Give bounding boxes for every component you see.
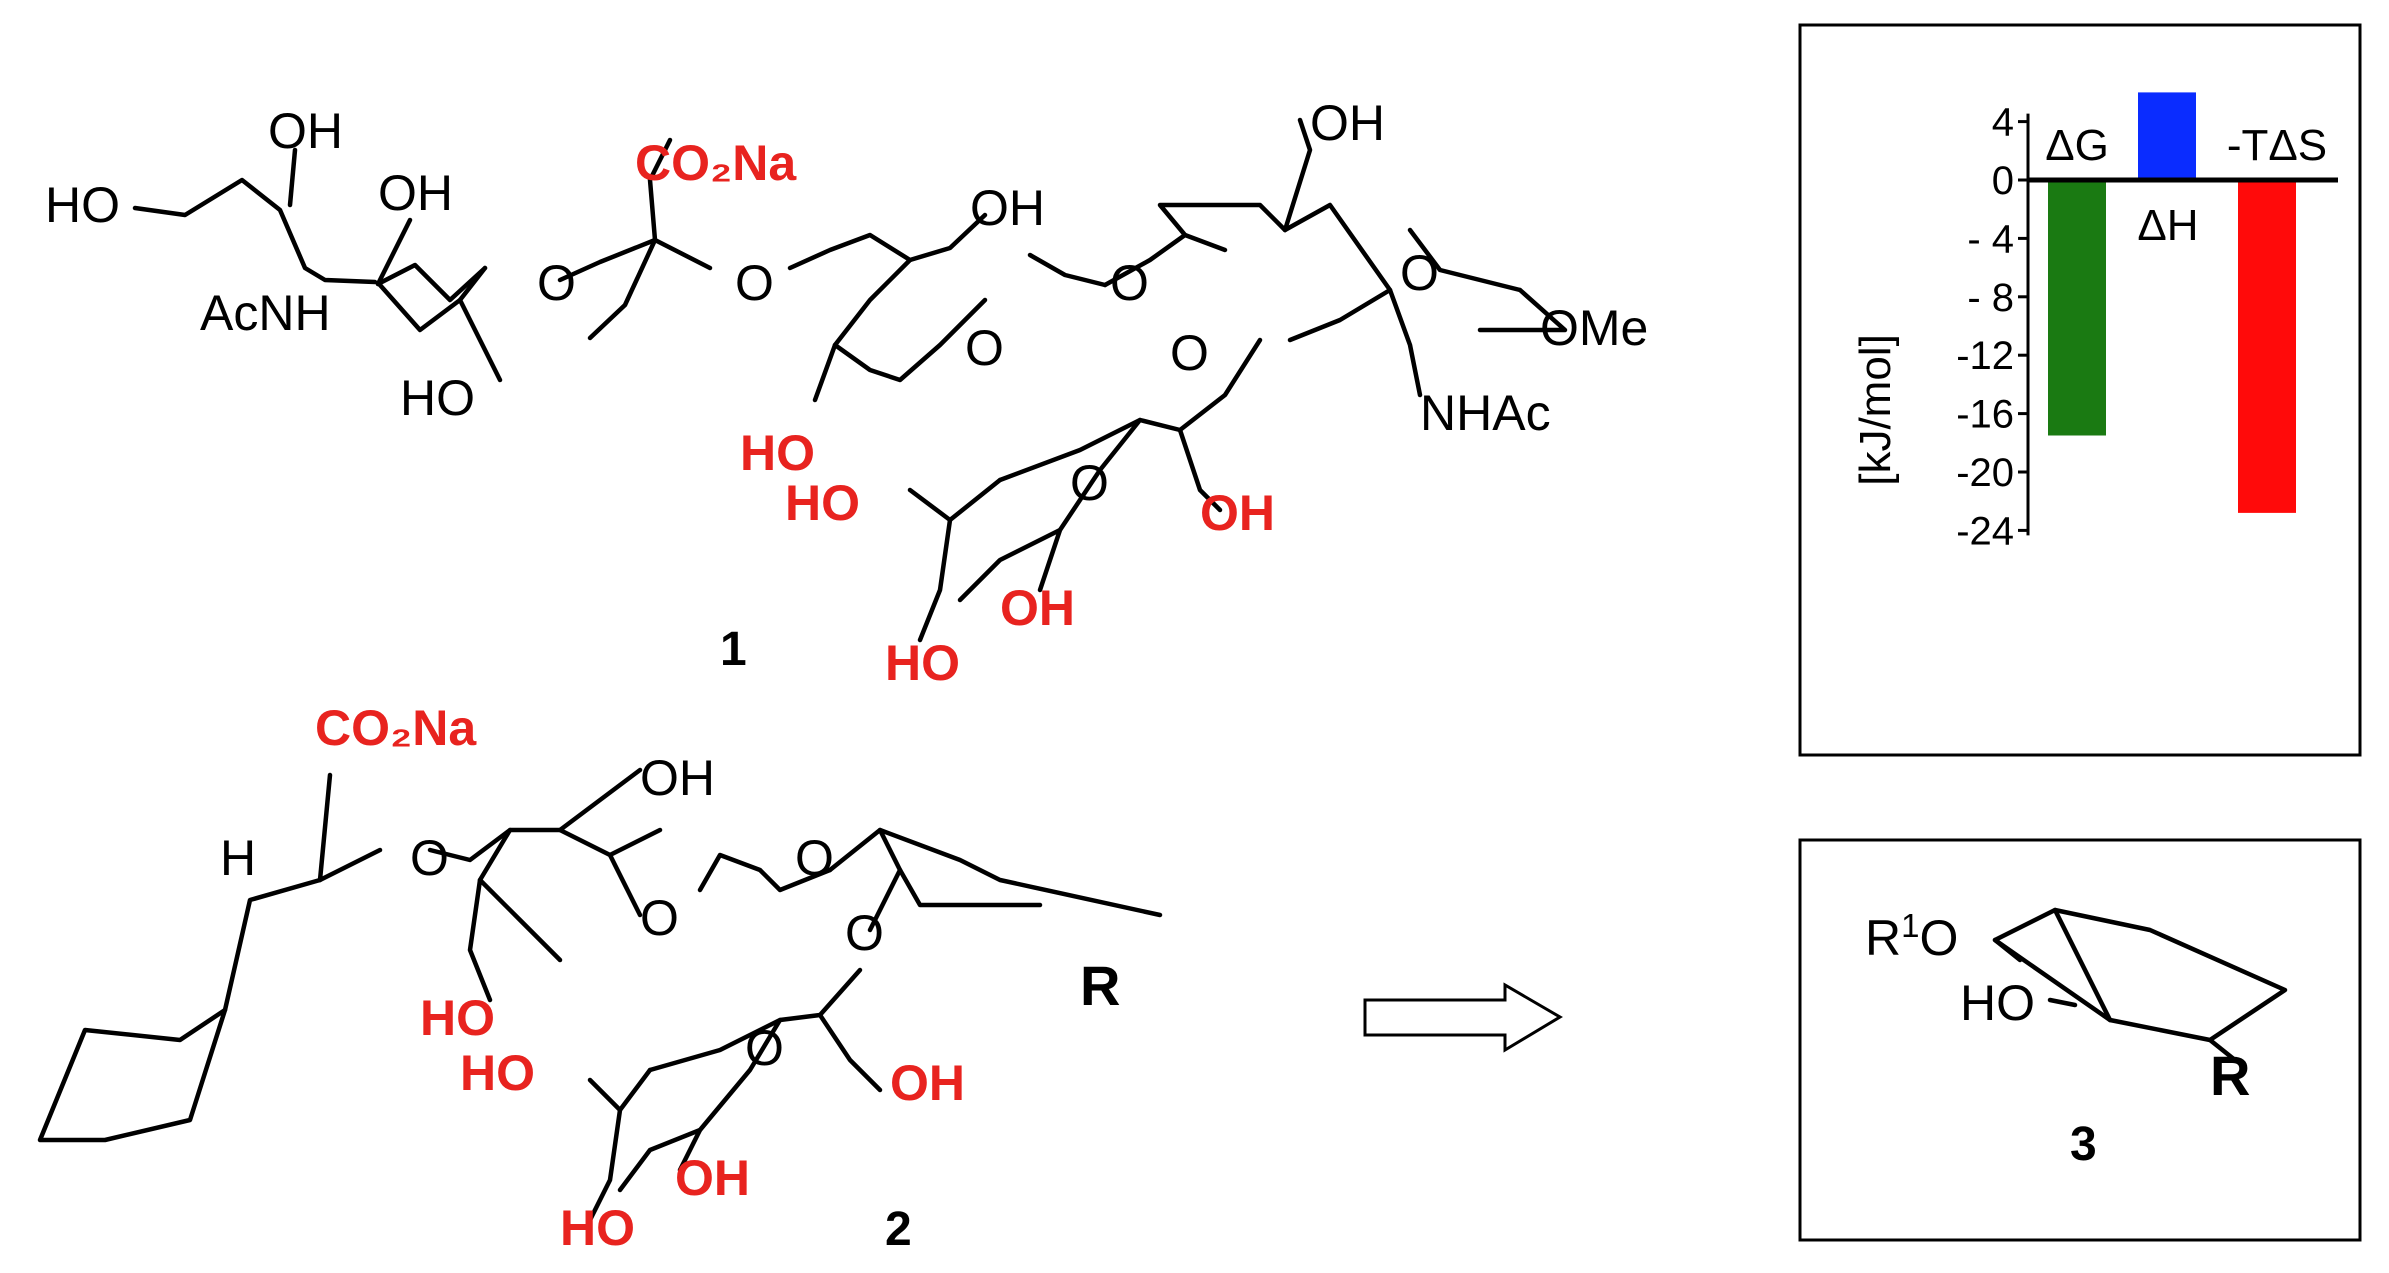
hollow-right-arrow-icon bbox=[1363, 982, 1563, 1053]
compound-3-frame bbox=[1798, 838, 2362, 1242]
chart-ylabel: [kJ/mol] bbox=[1851, 334, 1900, 486]
c1-o-ring3: O bbox=[1400, 245, 1439, 301]
c1-oh-gal: OH bbox=[970, 180, 1045, 236]
c1-oh-fuc2: OH bbox=[1000, 580, 1075, 636]
chart-bar bbox=[2238, 180, 2296, 513]
c2-oh-fuc1: OH bbox=[890, 1055, 965, 1111]
compound-3-number: 3 bbox=[2070, 1118, 2097, 1171]
compound-2-number: 2 bbox=[885, 1203, 912, 1256]
c1-nhac: NHAc bbox=[1420, 385, 1551, 441]
chart-y-tick-label: -20 bbox=[1956, 451, 2014, 495]
c2-o-link2: O bbox=[795, 830, 834, 886]
c2-oh-fuc2: OH bbox=[675, 1150, 750, 1206]
c2-ho-red1: HO bbox=[420, 990, 495, 1046]
chart-y-tick-label: - 8 bbox=[1967, 276, 2014, 320]
c2-r: R bbox=[1080, 954, 1120, 1017]
c1-ho-top: HO bbox=[45, 177, 120, 233]
c1-oh-top: OH bbox=[268, 103, 343, 159]
chart-y-tick-label: - 4 bbox=[1967, 217, 2014, 261]
c1-o-ring2: O bbox=[965, 320, 1004, 376]
c2-co2na: CO₂Na bbox=[315, 700, 477, 756]
c3-ho: HO bbox=[1960, 975, 2035, 1031]
chart-y-tick-label: -12 bbox=[1956, 334, 2014, 378]
c1-ho-lower: HO bbox=[400, 370, 475, 426]
chart-category-label: -TΔS bbox=[2227, 121, 2327, 170]
c2-oh-gal: OH bbox=[640, 750, 715, 806]
c1-co2na: CO₂Na bbox=[635, 135, 797, 191]
chart-y-tick-label: 4 bbox=[1992, 101, 2014, 145]
chart-frame bbox=[1798, 23, 2362, 757]
c2-o-link1: O bbox=[410, 830, 449, 886]
compound-1: HO OH OH AcNH HO CO₂Na O O OH O HO HO O … bbox=[45, 95, 1648, 691]
compound-3-box: R1O HO R 3 bbox=[1798, 838, 2362, 1242]
chart-y-tick-label: -24 bbox=[1956, 509, 2014, 553]
c2-h: H bbox=[220, 830, 256, 886]
c2-o-link3: O bbox=[845, 905, 884, 961]
c2-ho-fuc: HO bbox=[560, 1200, 635, 1256]
chart-category-label: ΔG bbox=[2045, 121, 2109, 170]
chart-category-label: ΔH bbox=[2137, 201, 2198, 250]
c1-acnh: AcNH bbox=[200, 285, 331, 341]
c1-o-link1: O bbox=[735, 255, 774, 311]
c1-o-link3: O bbox=[1170, 325, 1209, 381]
c1-o-link2: O bbox=[1110, 255, 1149, 311]
c1-ome: OMe bbox=[1540, 300, 1648, 356]
c1-ho-red2: HO bbox=[785, 475, 860, 531]
c2-o-ring: O bbox=[640, 890, 679, 946]
thermodynamics-chart: [kJ/mol] 4 0 - 4 - 8 -12 -16 -20 -24 ΔG ΔH -TΔS bbox=[1798, 23, 2362, 757]
c1-oh-fuc1: OH bbox=[1200, 485, 1275, 541]
c1-o-fuc: O bbox=[1070, 455, 1109, 511]
compound-2: CO₂Na H O OH O HO HO O O R O OH OH HO 2 bbox=[37, 700, 1163, 1256]
c1-ho-fuc: HO bbox=[885, 635, 960, 691]
compound-1-number: 1 bbox=[720, 623, 747, 676]
chart-bar bbox=[2048, 180, 2106, 436]
c1-oh-ch2: OH bbox=[1310, 95, 1385, 151]
chart-y-tick-label: -16 bbox=[1956, 393, 2014, 437]
c2-ho-red2: HO bbox=[460, 1045, 535, 1101]
c2-o-fuc: O bbox=[745, 1020, 784, 1076]
chart-bar bbox=[2138, 92, 2196, 180]
c1-oh-tail: OH bbox=[378, 165, 453, 221]
chart-y-tick-label: 0 bbox=[1992, 159, 2014, 203]
c3-r: R bbox=[2210, 1044, 2250, 1107]
c1-o-ring1: O bbox=[537, 255, 576, 311]
c3-r1o: R1O bbox=[1865, 907, 1958, 966]
c1-ho-red1: HO bbox=[740, 425, 815, 481]
chart-layer: 4 0 - 4 - 8 -12 -16 -20 -24 ΔG ΔH -TΔS bbox=[1956, 92, 2338, 553]
